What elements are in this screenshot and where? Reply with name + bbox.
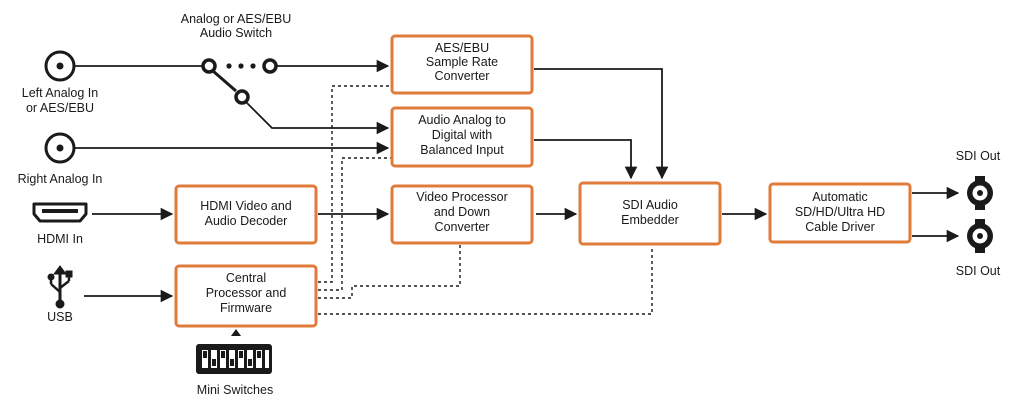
- audio-switch-label-line-1: Analog or AES/EBU: [181, 12, 291, 26]
- hdmi-in-label: HDMI In: [37, 232, 83, 246]
- sdi-embedder-label-line-2: Embedder: [621, 213, 679, 227]
- audio-switch-label-line-2: Audio Switch: [200, 26, 272, 40]
- analog-digital-label-line-2: Digital with: [432, 128, 492, 142]
- right-analog-label: Right Analog In: [18, 172, 103, 186]
- cable-driver-label-line-3: Cable Driver: [805, 220, 874, 234]
- hdmi-decoder-label-line-1: HDMI Video and: [200, 199, 292, 213]
- central-processor-label-line-2: Processor and: [206, 286, 287, 300]
- mini-switches-label-line-1: Mini Switches: [197, 383, 273, 397]
- sdi-out-bottom-label: SDI Out: [956, 264, 1001, 278]
- processor-to-embedder-control: [318, 246, 653, 315]
- usb-icon: [47, 265, 73, 309]
- hdmi-port-icon: [32, 202, 88, 223]
- usb-label: USB: [47, 310, 73, 324]
- hdmi-decoder-label-line-2: Audio Decoder: [205, 214, 288, 228]
- video-processor-label-line-2: and Down: [434, 205, 490, 219]
- left-analog-label-line-2: or AES/EBU: [26, 101, 94, 115]
- analog-digital-label-line-1: Audio Analog to: [418, 113, 506, 127]
- sdi-out-top-label-line-1: SDI Out: [956, 149, 1001, 163]
- central-processor-label-line-1: Central: [226, 271, 266, 285]
- sdi-out-top-bnc-icon: [967, 176, 993, 210]
- mini-switches-label: Mini Switches: [197, 383, 273, 397]
- aes-src-label-line-1: AES/EBU: [435, 41, 489, 55]
- left-analog-label-line-1: Left Analog In: [22, 86, 99, 100]
- right-analog-bnc-icon: [44, 132, 76, 164]
- right-analog-label-line-1: Right Analog In: [18, 172, 103, 186]
- aes-src-label-line-3: Converter: [435, 69, 490, 83]
- sdi-out-bottom-bnc-icon: [967, 219, 993, 253]
- analog-digital-label-line-3: Balanced Input: [420, 143, 504, 157]
- cable-driver-label-line-2: SD/HD/Ultra HD: [795, 205, 885, 219]
- video-processor-label-line-3: Converter: [435, 220, 490, 234]
- switch-to-analog-digital-wire: [245, 101, 390, 135]
- mini-switches-arrow-icon: [231, 329, 241, 336]
- sdi-out-bottom-label-line-1: SDI Out: [956, 264, 1001, 278]
- central-processor-label-line-3: Firmware: [220, 301, 272, 315]
- processor-to-video-processor-control: [318, 244, 461, 299]
- cable-driver-label-line-1: Automatic: [812, 190, 868, 204]
- analog-digital-to-embedder-wire: [534, 139, 638, 180]
- usb-label-line-1: USB: [47, 310, 73, 324]
- video-processor-label-line-1: Video Processor: [416, 190, 508, 204]
- sdi-out-top-label: SDI Out: [956, 149, 1001, 163]
- audio-switch-icon: [74, 58, 278, 105]
- left-analog-bnc-icon: [44, 50, 76, 82]
- sdi-embedder-label-line-1: SDI Audio: [622, 198, 678, 212]
- aes-src-label-line-2: Sample Rate: [426, 55, 498, 69]
- hdmi-in-label-line-1: HDMI In: [37, 232, 83, 246]
- processor-to-aes-src-control: [318, 85, 392, 283]
- aes-src-to-embedder-wire: [534, 68, 669, 180]
- dip-switch-icon: [196, 344, 272, 374]
- processor-to-analog-digital-control: [318, 157, 392, 291]
